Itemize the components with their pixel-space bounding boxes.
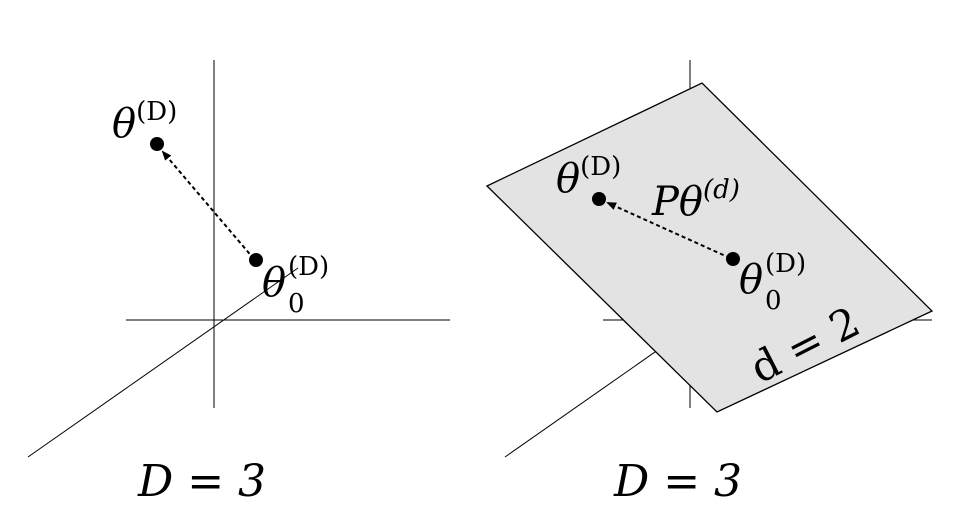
right-target-label: θ(D)	[556, 152, 621, 202]
right-dotted-arrow	[606, 202, 731, 259]
left-target-symbol: θ	[112, 101, 136, 147]
right-origin-symbol: θ	[739, 257, 763, 303]
left-origin-point	[249, 253, 263, 267]
left-axis-depth	[27, 267, 299, 458]
right-origin-point	[726, 252, 740, 266]
projection-symbol: Pθ	[651, 179, 703, 225]
left-target-point	[150, 137, 164, 151]
left-origin-subscript: 0	[288, 289, 305, 319]
right-target-symbol: θ	[556, 156, 580, 202]
right-target-superscript: (D)	[580, 152, 621, 182]
right-panel: θ(D) Pθ(d) θ (D) 0 d = 2 D = 3	[485, 60, 934, 507]
left-caption: D = 3	[137, 456, 266, 507]
right-target-point	[592, 192, 606, 206]
right-origin-subscript: 0	[765, 286, 782, 316]
left-panel: θ(D) θ (D) 0 D = 3	[27, 60, 450, 507]
left-target-superscript: (D)	[136, 97, 177, 127]
projection-superscript: (d)	[703, 175, 740, 205]
left-origin-superscript: (D)	[288, 252, 329, 282]
left-origin-symbol: θ	[262, 260, 286, 306]
left-target-label: θ(D)	[112, 97, 177, 147]
right-origin-superscript: (D)	[765, 249, 806, 279]
left-dotted-arrow	[161, 150, 255, 260]
subspace-plane	[485, 82, 934, 413]
projection-label: Pθ(d)	[651, 175, 740, 225]
right-caption: D = 3	[613, 456, 742, 507]
left-axes	[27, 60, 450, 458]
